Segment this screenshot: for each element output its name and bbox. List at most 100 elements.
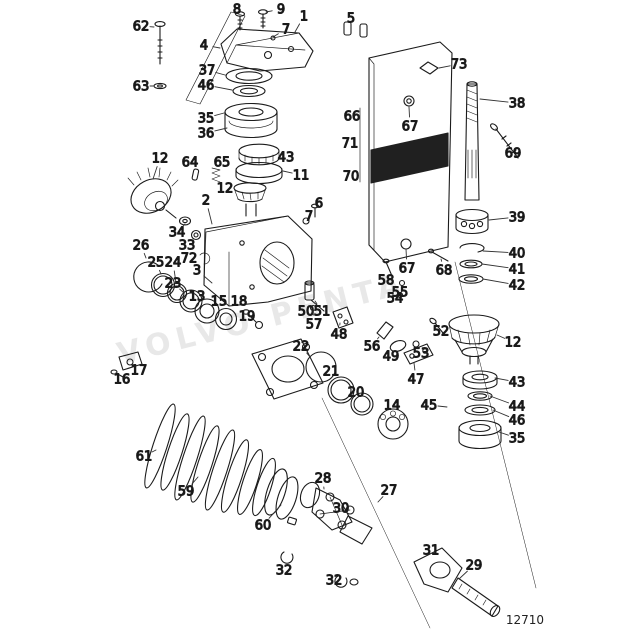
callout-9: 9 (277, 3, 285, 18)
callout-34: 34 (169, 226, 186, 241)
flange-assembly-part (251, 338, 409, 440)
callout-29: 29 (466, 559, 483, 574)
callout-13: 13 (189, 290, 206, 305)
callout-46: 46 (509, 414, 526, 429)
callout-30: 30 (333, 502, 350, 517)
linkage-part (376, 258, 444, 365)
callout-33: 33 (179, 239, 196, 254)
callout-leader (159, 269, 162, 275)
callout-55: 55 (392, 286, 409, 301)
callout-59: 59 (178, 485, 195, 500)
callout-leader (214, 127, 228, 132)
callout-54: 54 (387, 292, 404, 307)
callout-12: 12 (505, 336, 522, 351)
callout-8: 8 (233, 3, 241, 18)
callout-58: 58 (378, 274, 395, 289)
top-cover-part (220, 28, 314, 72)
bolt-9-part (257, 9, 269, 29)
callout-50: 50 (298, 305, 315, 320)
callout-leader (207, 208, 213, 225)
left-gear-12-part (127, 167, 179, 219)
callout-leader (151, 449, 157, 453)
callout-62: 62 (133, 20, 150, 35)
callout-leader (440, 258, 443, 262)
callout-48: 48 (331, 328, 348, 343)
callout-12: 12 (217, 182, 234, 197)
callout-72: 72 (181, 252, 198, 267)
callout-leader (182, 223, 186, 227)
callout-4: 4 (200, 39, 208, 54)
washer-34-nut-33-part (178, 216, 211, 265)
callout-leader (314, 300, 318, 305)
thin-plate-part (185, 11, 246, 105)
callout-22: 22 (293, 340, 310, 355)
callout-17: 17 (131, 364, 148, 379)
gasket-37-46-part (225, 67, 273, 98)
callout-23: 23 (165, 277, 182, 292)
callout-leader (377, 496, 384, 503)
callout-leader (272, 33, 279, 38)
callout-leader (268, 504, 282, 519)
callout-11: 11 (293, 169, 310, 184)
bolt-8-part (234, 11, 246, 31)
bellows-part (144, 403, 288, 517)
seal-rings-part (133, 261, 238, 331)
callout-leader (203, 275, 213, 284)
clamp-60-part (275, 476, 299, 526)
callout-32: 32 (326, 574, 343, 589)
bolt-62-part (153, 21, 167, 90)
callout-63: 63 (133, 80, 150, 95)
callout-20: 20 (348, 386, 365, 401)
callout-36: 36 (198, 127, 215, 142)
gear-cluster-part (233, 143, 283, 217)
callout-25: 25 (148, 256, 165, 271)
callout-2: 2 (202, 194, 210, 209)
screw-6-7-part (302, 203, 320, 225)
callout-64: 64 (182, 156, 199, 171)
callout-60: 60 (255, 519, 272, 534)
callout-15: 15 (211, 295, 228, 310)
callout-67: 67 (399, 262, 416, 277)
callout-27: 27 (381, 484, 398, 499)
bearing-39-part (455, 208, 489, 235)
callout-61: 61 (136, 450, 153, 465)
callout-41: 41 (509, 263, 526, 278)
callout-leader (143, 252, 147, 259)
callout-leader (408, 106, 410, 118)
callout-44: 44 (509, 400, 526, 415)
callout-leader (212, 46, 221, 49)
callout-35: 35 (198, 112, 215, 127)
side-panel-part (359, 41, 453, 263)
callout-3: 3 (193, 264, 201, 279)
callout-39: 39 (509, 211, 526, 226)
exploded-drawing: 8915762437734663383566366771691264654311… (110, 2, 537, 629)
watermark: VOLVO PENTA (114, 266, 410, 372)
callout-leader (437, 405, 448, 408)
callout-leader (377, 336, 380, 340)
bracket-16-17-part (110, 351, 143, 378)
callout-46: 46 (198, 79, 215, 94)
callout-32: 32 (276, 564, 293, 579)
bolt-69-part (490, 123, 519, 159)
circlips-32-part (280, 551, 359, 588)
callout-70: 70 (343, 170, 360, 185)
callout-leader (482, 250, 509, 253)
u-joint-part (299, 481, 373, 545)
callout-19: 19 (239, 310, 256, 325)
callout-71: 71 (342, 137, 359, 152)
callout-47: 47 (408, 373, 425, 388)
callout-24: 24 (165, 256, 182, 271)
callout-leader (438, 65, 451, 69)
callout-leader (481, 263, 509, 269)
callout-7: 7 (282, 23, 290, 38)
yoke-shaft-part (413, 547, 501, 617)
callout-49: 49 (383, 350, 400, 365)
bearing-35-36-part (224, 102, 278, 139)
callout-28: 28 (315, 472, 332, 487)
callout-leader (413, 362, 416, 371)
callout-leader (494, 377, 509, 381)
callout-leader (479, 98, 509, 103)
callout-73: 73 (451, 58, 468, 73)
callout-66: 66 (344, 110, 361, 125)
